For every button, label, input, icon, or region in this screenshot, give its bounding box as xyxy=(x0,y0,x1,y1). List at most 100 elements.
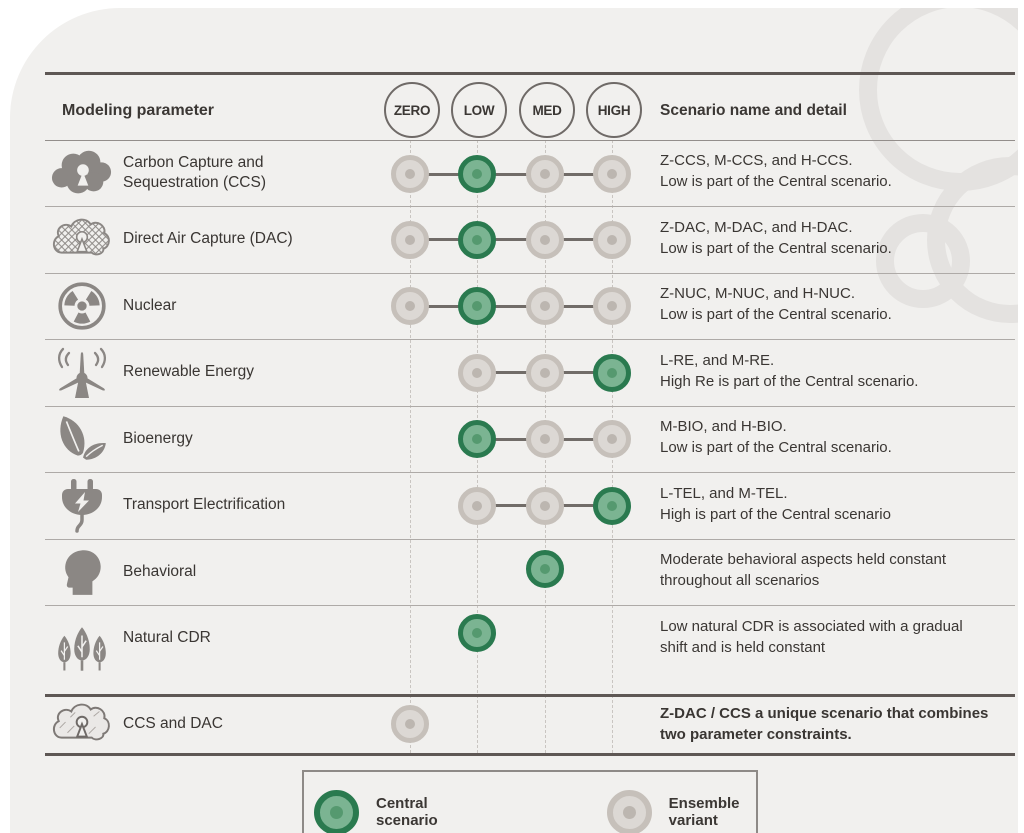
detail-line: L-TEL, and M-TEL. xyxy=(660,484,788,502)
leaves-icon xyxy=(48,406,116,472)
parameter-label: Behavioral xyxy=(123,562,197,580)
dot-med-ensemble xyxy=(526,287,564,325)
watermark-ring-medium xyxy=(927,157,1018,323)
dac-cloud-mesh-icon xyxy=(48,207,116,273)
dot-low-central xyxy=(458,613,496,652)
level-label: MED xyxy=(532,102,562,118)
unique-scenario-top-divider xyxy=(45,694,1015,697)
detail-line: Moderate behavioral aspects held constan… xyxy=(660,551,947,568)
dot-track xyxy=(45,207,1015,273)
detail-line: L-RE, and M-RE. xyxy=(660,351,775,369)
parameter-label: Direct Air Capture (DAC) xyxy=(123,230,293,248)
dot-core xyxy=(540,301,550,311)
dot-track xyxy=(45,273,1015,339)
dot-track xyxy=(45,406,1015,472)
dot-med-ensemble xyxy=(526,155,564,193)
level-circle-zero: ZERO xyxy=(384,82,440,138)
dot-core xyxy=(405,719,415,729)
detail-line: High is part of the Central scenario xyxy=(660,505,891,523)
column-header-parameter: Modeling parameter xyxy=(62,102,215,119)
dot-zero-ensemble xyxy=(391,705,429,743)
table-top-divider xyxy=(45,72,1015,75)
detail-line: Low is part of the Central scenario. xyxy=(660,173,892,191)
logo-watermark xyxy=(859,8,1018,323)
detail-line: Low is part of the Central scenario. xyxy=(660,239,892,257)
dot-track xyxy=(45,340,1015,406)
dot-core xyxy=(472,500,482,511)
parameter-label: Natural CDR xyxy=(123,628,211,646)
detail-line: Low is part of the Central scenario. xyxy=(660,439,892,457)
table-bottom-divider xyxy=(45,753,1015,756)
dot-core xyxy=(607,234,617,245)
parameter-label: Carbon Capture and Sequestration (CCS) xyxy=(123,153,267,191)
dot-core xyxy=(405,169,415,179)
dot-zero-ensemble xyxy=(391,287,429,325)
parameter-label: Nuclear xyxy=(123,296,177,314)
parameter-label: Renewable Energy xyxy=(123,363,254,381)
trees-icon xyxy=(48,606,116,696)
dot-core xyxy=(607,434,617,444)
detail-line: High Re is part of the Central scenario. xyxy=(660,372,919,390)
level-label: HIGH xyxy=(597,102,631,118)
dot-med-ensemble xyxy=(526,420,564,458)
scenario-detail-text: Z-CCS, M-CCS, and H-CCS. Low is part of … xyxy=(660,150,1018,193)
column-header-scenario: Scenario name and detail xyxy=(660,102,847,119)
row-dac: Direct Air Capture (DAC) Z-DAC, M-DAC, a… xyxy=(45,207,1015,274)
header-divider xyxy=(45,140,1015,141)
dot-connector xyxy=(410,304,612,308)
dot-core xyxy=(472,367,482,378)
dot-core xyxy=(540,564,550,574)
legend-central-label: Central scenario xyxy=(376,795,438,829)
dot-core xyxy=(540,500,550,511)
row-natural-cdr: Natural CDR Low natural CDR is associate… xyxy=(45,606,1015,696)
dot-med-ensemble xyxy=(526,220,564,259)
legend-box: Central scenario Ensemble variant xyxy=(302,770,758,833)
dot-core xyxy=(405,234,415,245)
row-behavioral: Behavioral Moderate behavioral aspects h… xyxy=(45,539,1015,606)
row-transport: Transport Electrification L-TEL, and M-T… xyxy=(45,473,1015,540)
dot-core xyxy=(472,234,482,245)
dot-core xyxy=(540,367,550,378)
scenario-table: Modeling parameter ZERO LOW MED HIGH Sce… xyxy=(45,8,1015,833)
scenario-detail-text: Z-DAC, M-DAC, and H-DAC. Low is part of … xyxy=(660,217,1018,260)
detail-line: throughout all scenarios xyxy=(660,572,820,590)
scenario-detail-text: Low natural CDR is associated with a gra… xyxy=(660,616,1018,659)
dot-high-ensemble xyxy=(593,287,631,325)
dot-core xyxy=(607,500,617,511)
dot-track xyxy=(45,606,1015,696)
dot-track xyxy=(45,696,1015,753)
dot-track xyxy=(45,539,1015,605)
nuclear-radiation-icon xyxy=(48,273,116,339)
level-circle-low: LOW xyxy=(451,82,507,138)
column-guide-zero xyxy=(410,140,411,753)
dot-core xyxy=(540,434,550,444)
dot-zero-ensemble xyxy=(391,220,429,259)
dot-low-central xyxy=(458,420,496,458)
scenario-matrix-card: Modeling parameter ZERO LOW MED HIGH Sce… xyxy=(10,8,1018,833)
parameter-label: Bioenergy xyxy=(123,429,193,447)
level-label: LOW xyxy=(463,102,495,118)
plug-bolt-icon xyxy=(48,473,116,539)
legend-ensemble-dot xyxy=(606,789,652,833)
dot-med-ensemble xyxy=(526,486,564,525)
dot-connector xyxy=(410,172,612,176)
detail-line: Z-DAC / CCS a unique scenario that combi… xyxy=(660,705,989,722)
row-renewable: Renewable Energy L-RE, and M-RE. High Re… xyxy=(45,340,1015,407)
legend-central-dot xyxy=(314,789,359,833)
scenario-detail-text: M-BIO, and H-BIO. Low is part of the Cen… xyxy=(660,416,1018,459)
detail-line: M-BIO, and H-BIO. xyxy=(660,418,787,435)
dot-track xyxy=(45,140,1015,206)
detail-line: shift and is held constant xyxy=(660,638,826,656)
parameter-label: CCS and DAC xyxy=(123,715,223,733)
row-ccs-and-dac: CCS and DAC Z-DAC / CCS a unique scenari… xyxy=(45,696,1015,753)
dot-core xyxy=(622,805,636,819)
head-silhouette-icon xyxy=(48,539,116,605)
row-nuclear: Nuclear Z-NUC, M-NUC, and H-NUC. Low is … xyxy=(45,273,1015,340)
dot-core xyxy=(330,805,343,819)
dot-core xyxy=(472,169,482,179)
dot-core xyxy=(472,301,482,311)
dot-high-central xyxy=(593,353,631,392)
scenario-detail-text: Z-NUC, M-NUC, and H-NUC. Low is part of … xyxy=(660,283,1018,326)
dot-core xyxy=(540,234,550,245)
detail-line: Z-NUC, M-NUC, and H-NUC. xyxy=(660,285,855,302)
